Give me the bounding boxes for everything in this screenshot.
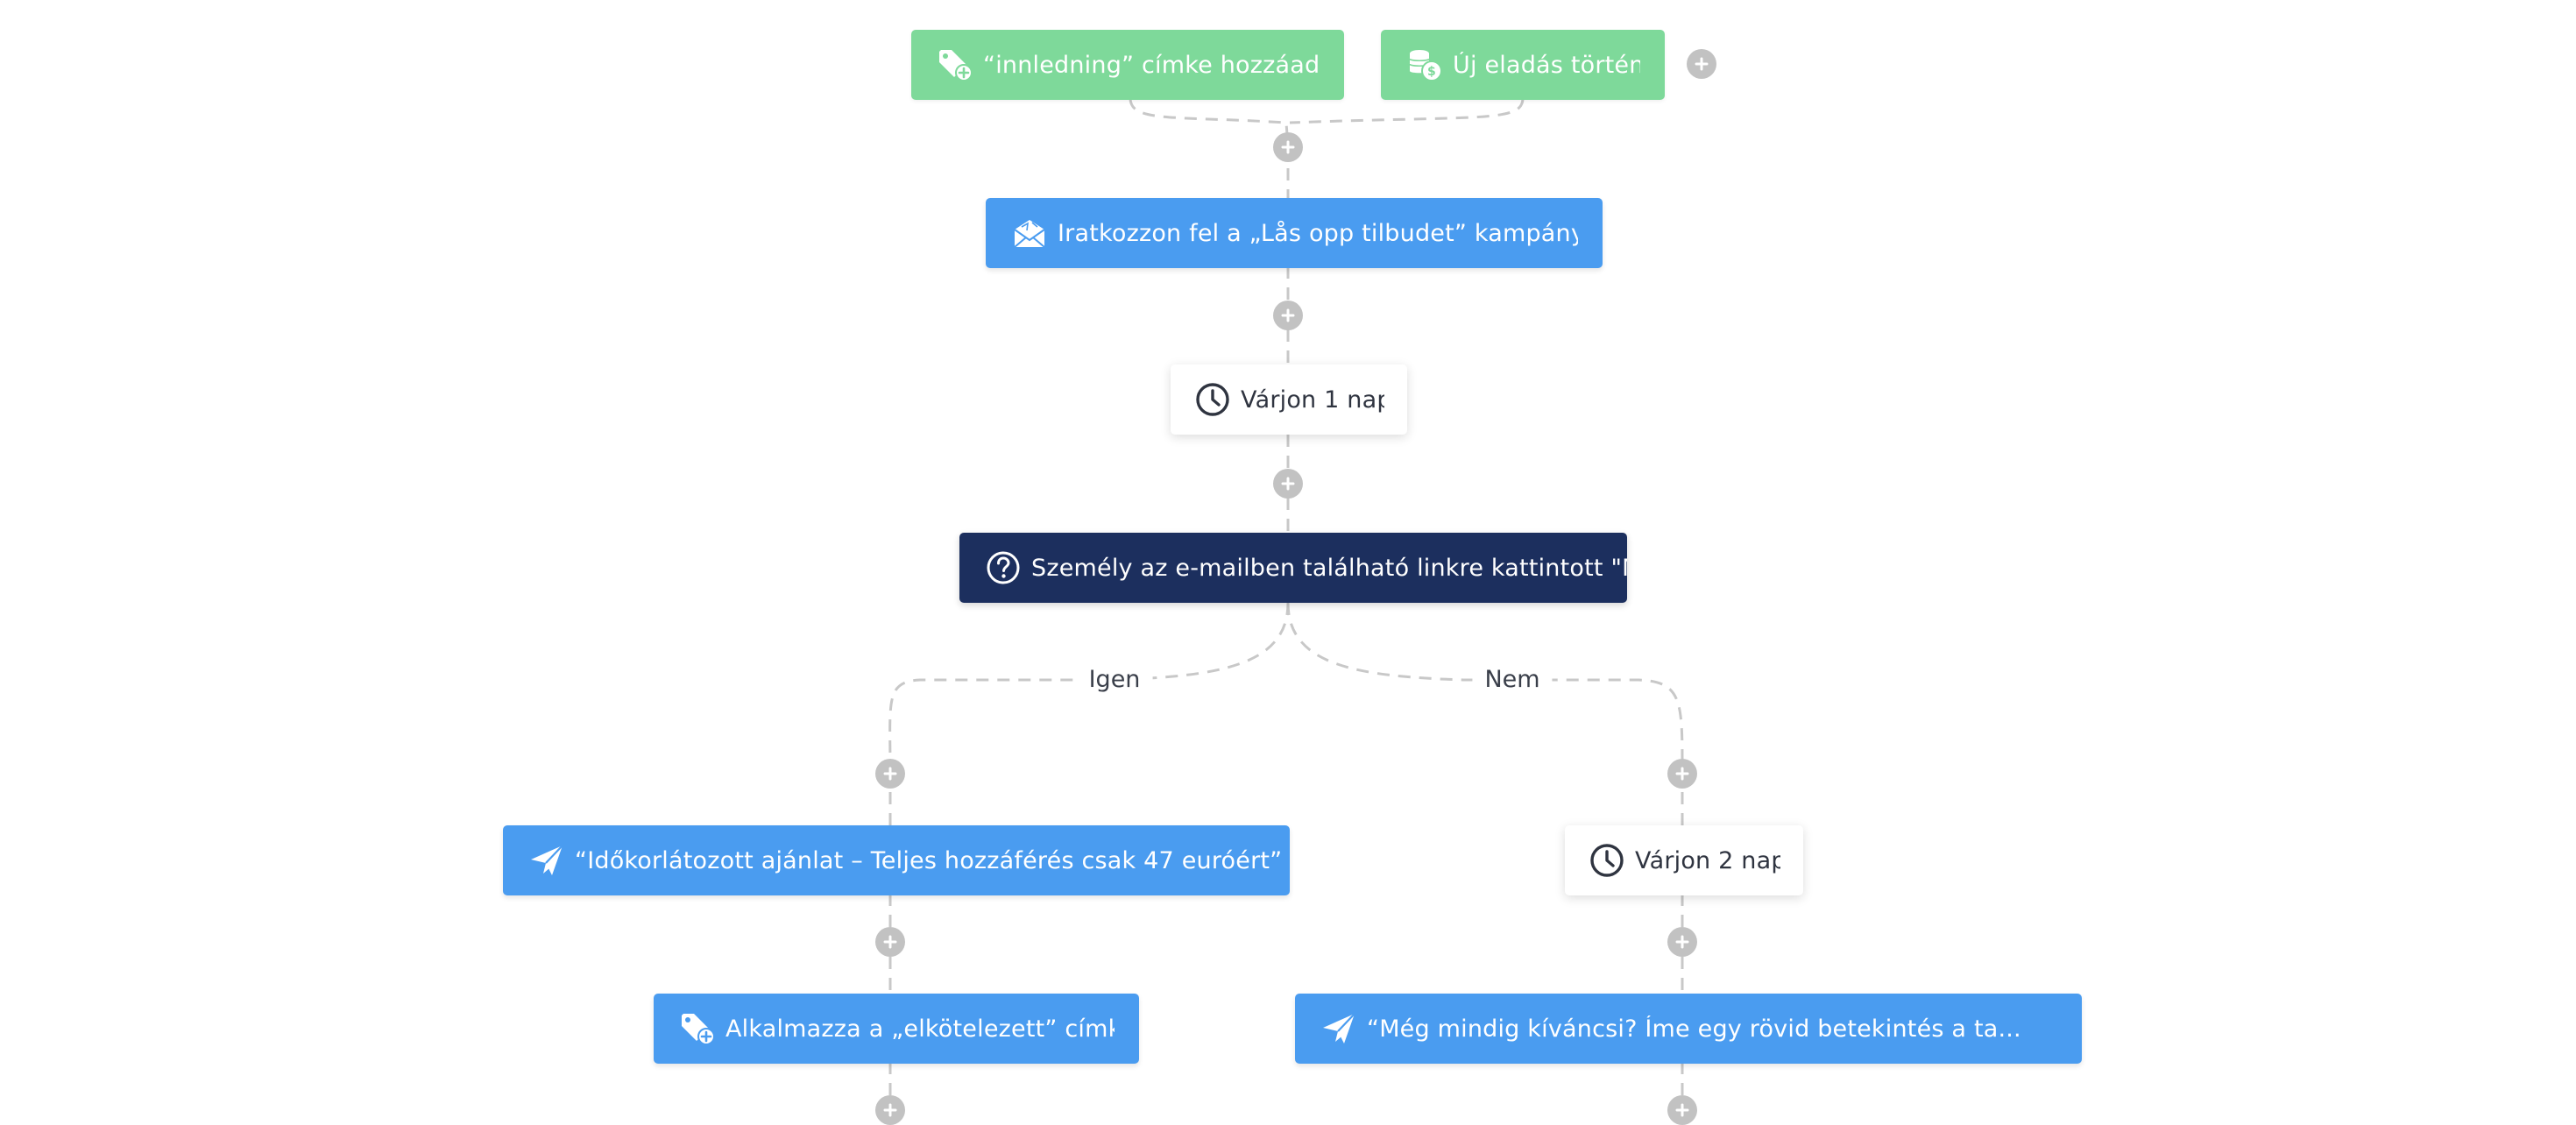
action-apply-tag-label: Alkalmazza a „elkötelezett” címkét: [725, 1015, 1115, 1043]
add-step-button-yes[interactable]: [875, 927, 905, 957]
action-subscribe-campaign[interactable]: Iratkozzon fel a „Lås opp tilbudet” kamp…: [986, 198, 1603, 268]
add-step-button-yes[interactable]: [875, 759, 905, 789]
coins-icon: $: [1405, 46, 1444, 84]
wait-step-2-days[interactable]: Várjon 2 nap: [1565, 825, 1803, 895]
paper-plane-icon: [1320, 1009, 1358, 1048]
tag-add-icon: [936, 46, 974, 84]
wait-step-2-days-label: Várjon 2 nap: [1635, 846, 1780, 874]
add-step-button-no[interactable]: [1667, 927, 1697, 957]
add-trigger-button[interactable]: [1687, 49, 1716, 79]
wait-step-1-day-label: Várjon 1 nap: [1241, 386, 1384, 414]
trigger-tag-added-label: “innledning” címke hozzáadva: [983, 51, 1320, 79]
add-step-button[interactable]: [1273, 301, 1303, 330]
paper-plane-icon: [527, 841, 566, 880]
action-send-email-followup[interactable]: “Még mindig kíváncsi? Íme egy rövid bete…: [1295, 994, 2082, 1064]
no-branch-connector: [1286, 602, 1684, 772]
trigger-tag-added[interactable]: “innledning” címke hozzáadva: [911, 30, 1344, 100]
branch-label-yes: Igen: [1076, 662, 1153, 697]
wait-step-1-day[interactable]: Várjon 1 nap: [1171, 364, 1407, 435]
action-send-email-followup-label: “Még mindig kíváncsi? Íme egy rövid bete…: [1367, 1015, 2021, 1043]
add-step-button-no[interactable]: [1667, 1095, 1697, 1125]
action-apply-tag[interactable]: Alkalmazza a „elkötelezett” címkét: [654, 994, 1139, 1064]
clock-icon: [1193, 380, 1232, 419]
add-step-button[interactable]: [1273, 132, 1303, 162]
action-send-email-offer[interactable]: “Időkorlátozott ajánlat – Teljes hozzáfé…: [503, 825, 1290, 895]
question-circle-icon: [984, 548, 1023, 587]
add-step-button-no[interactable]: [1667, 759, 1697, 789]
trigger-1-connector: [1129, 97, 1290, 148]
envelope-icon: [1010, 214, 1049, 252]
tag-add-icon: [678, 1009, 717, 1048]
condition-link-clicked-label: Személy az e-mailben található linkre ka…: [1031, 554, 1627, 582]
trigger-new-sale[interactable]: $ Új eladás történt: [1381, 30, 1665, 100]
add-step-button[interactable]: [1273, 469, 1303, 499]
trigger-2-connector: [1289, 97, 1525, 124]
trigger-new-sale-label: Új eladás történt: [1453, 51, 1640, 79]
condition-link-clicked[interactable]: Személy az e-mailben található linkre ka…: [959, 533, 1627, 603]
action-send-email-offer-label: “Időkorlátozott ajánlat – Teljes hozzáfé…: [575, 846, 1290, 874]
clock-icon: [1588, 841, 1626, 880]
action-subscribe-campaign-label: Iratkozzon fel a „Lås opp tilbudet” kamp…: [1058, 219, 1578, 247]
add-step-button-yes[interactable]: [875, 1095, 905, 1125]
branch-label-no: Nem: [1472, 662, 1553, 697]
svg-text:$: $: [1427, 65, 1436, 79]
